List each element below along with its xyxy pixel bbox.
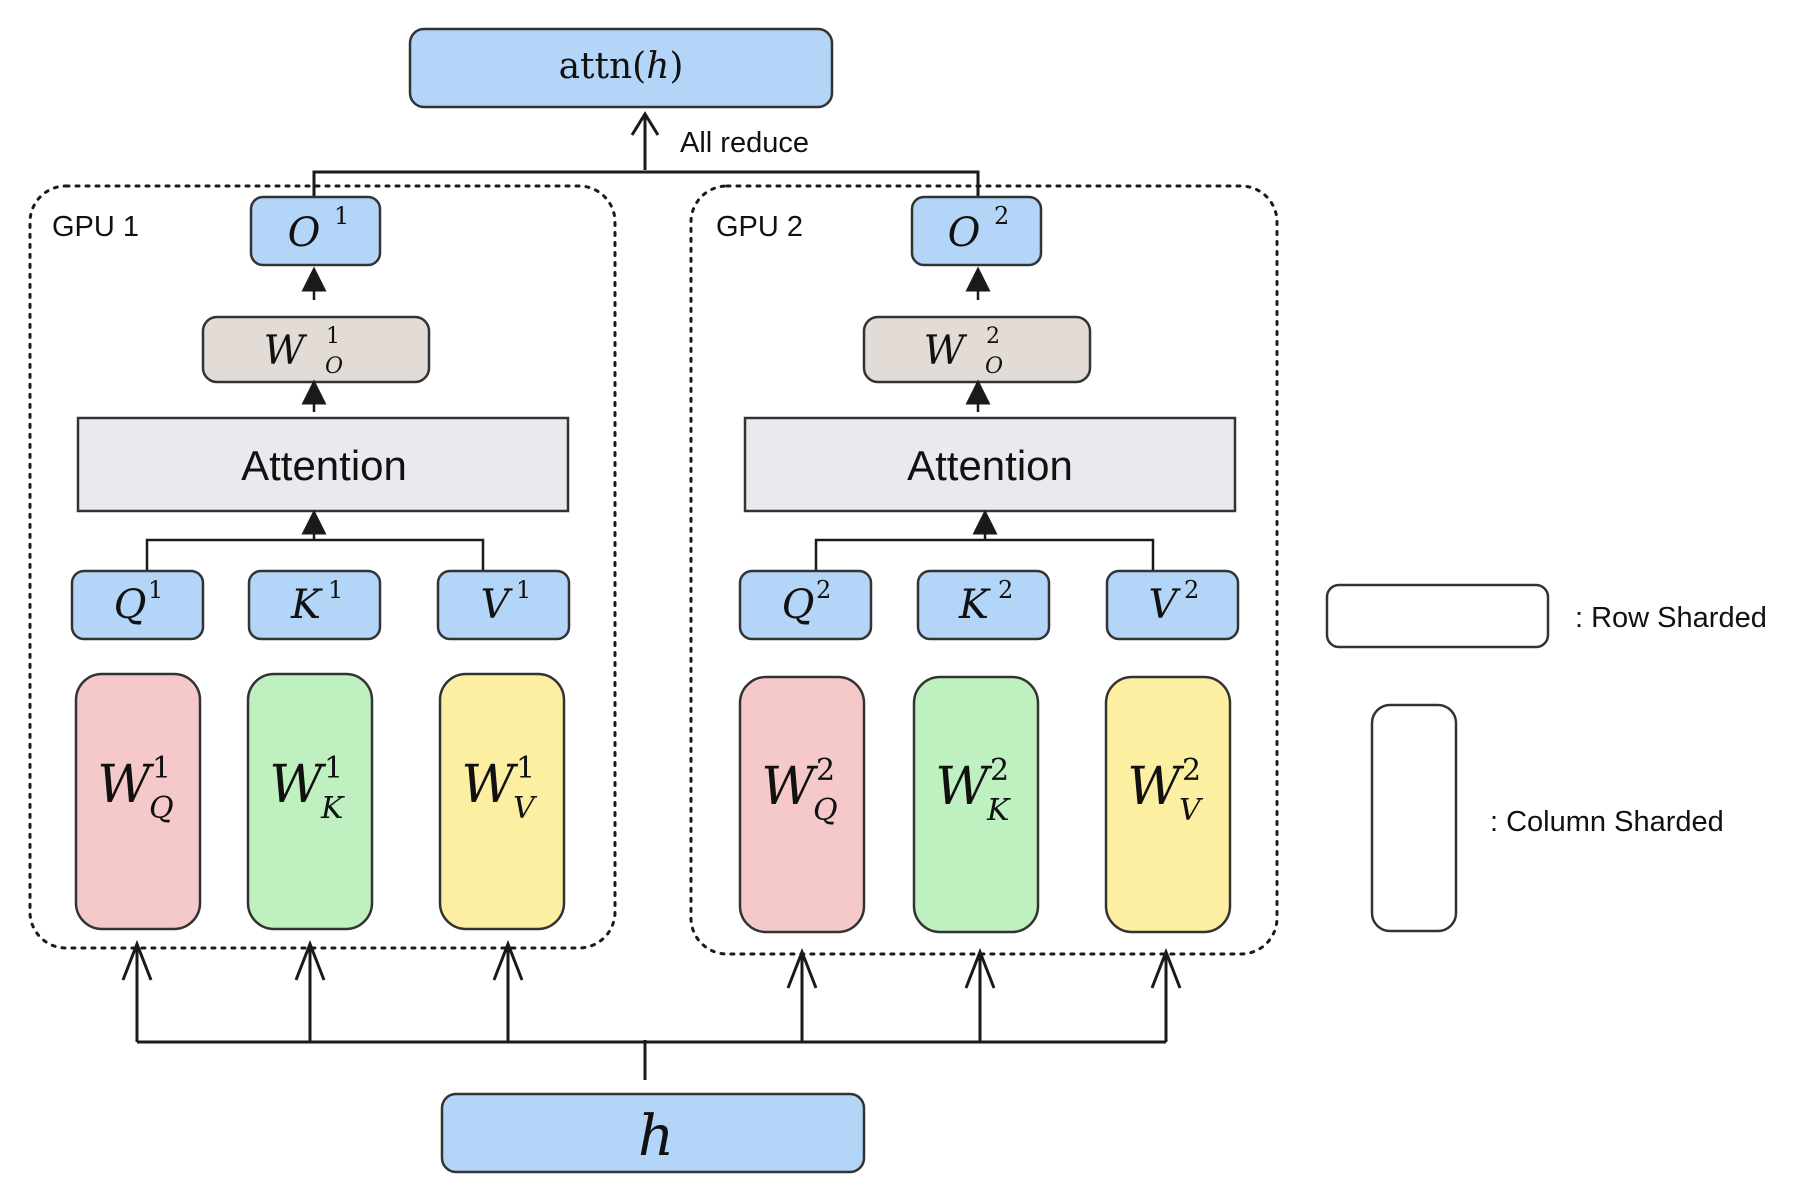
svg-text:K: K <box>958 582 991 628</box>
svg-text:attn(h): attn(h) <box>559 46 684 87</box>
svg-text:1: 1 <box>148 576 163 604</box>
svg-text:V: V <box>1149 582 1182 628</box>
all-reduce-label: All reduce <box>680 127 809 159</box>
svg-text:W: W <box>935 757 992 817</box>
svg-text:O: O <box>985 354 1003 379</box>
svg-text:1: 1 <box>516 576 531 604</box>
svg-text:2: 2 <box>986 324 1000 349</box>
svg-text:K: K <box>320 791 345 826</box>
gpu-1-boundary <box>28 184 617 950</box>
svg-text:1: 1 <box>326 324 340 349</box>
output-node: attn(h) <box>408 27 834 109</box>
k1-node: K 1 <box>247 569 382 641</box>
legend-row-sharded-label: : Row Sharded <box>1575 602 1767 634</box>
svg-text:W: W <box>461 755 518 815</box>
wv2-node: W 2 V <box>1104 675 1232 934</box>
svg-text:Q: Q <box>813 793 838 828</box>
svg-text:1: 1 <box>516 751 535 786</box>
svg-text:O: O <box>325 354 343 379</box>
svg-text:W: W <box>923 328 967 374</box>
wk2-node: W 2 K <box>912 675 1040 934</box>
svg-text:Attention: Attention <box>241 442 407 489</box>
attention-1-block: Attention <box>76 416 570 513</box>
gpu-1-group: GPU 1 O 1 W 1 O Attention Q 1 <box>28 184 617 950</box>
all-reduce-connector <box>312 170 980 196</box>
svg-text:V: V <box>481 582 514 628</box>
svg-text:2: 2 <box>994 202 1009 230</box>
svg-text:1: 1 <box>334 202 349 230</box>
attention-2-block: Attention <box>743 416 1237 513</box>
svg-text:2: 2 <box>816 753 835 788</box>
legend-column-sharded-swatch <box>1370 703 1458 933</box>
svg-text:2: 2 <box>998 576 1013 604</box>
svg-text:V: V <box>1179 793 1204 828</box>
svg-text:Q: Q <box>149 791 174 826</box>
wk1-node: W 1 K <box>246 672 374 931</box>
q2-node: Q 2 <box>738 569 873 641</box>
q1-node: Q 1 <box>70 569 205 641</box>
v2-node: V 2 <box>1105 569 1240 641</box>
wo2-node: W 2 O <box>862 315 1092 384</box>
svg-text:Q: Q <box>782 582 815 628</box>
v1-node: V 1 <box>436 569 571 641</box>
svg-text:O: O <box>288 210 321 256</box>
k2-node: K 2 <box>916 569 1051 641</box>
o1-node: O 1 <box>249 195 382 267</box>
svg-text:Q: Q <box>114 582 147 628</box>
svg-text:W: W <box>761 757 818 817</box>
gpu-1-label: GPU 1 <box>52 211 139 243</box>
svg-text:2: 2 <box>990 753 1009 788</box>
svg-text:1: 1 <box>152 751 171 786</box>
wo1-node: W 1 O <box>201 315 431 384</box>
input-node-h: h <box>440 1092 866 1174</box>
wv1-node: W 1 V <box>438 672 566 931</box>
output-arg-label: h <box>646 46 669 87</box>
svg-text:K: K <box>986 793 1011 828</box>
legend-column-sharded-label: : Column Sharded <box>1490 806 1724 838</box>
output-func-label: attn <box>559 46 633 87</box>
svg-text:1: 1 <box>328 576 343 604</box>
qkv-2-connector <box>814 538 1155 570</box>
input-label: h <box>638 1104 674 1169</box>
svg-text:W: W <box>263 328 307 374</box>
svg-text:W: W <box>97 755 154 815</box>
svg-text:2: 2 <box>1182 753 1201 788</box>
qkv-1-connector <box>145 538 485 570</box>
all-reduce-arrow <box>630 111 660 170</box>
svg-text:1: 1 <box>324 751 343 786</box>
gpu-2-label: GPU 2 <box>716 211 803 243</box>
svg-text:2: 2 <box>816 576 831 604</box>
svg-text:2: 2 <box>1184 576 1199 604</box>
gpu-2-boundary <box>689 184 1279 956</box>
svg-text:O: O <box>948 210 981 256</box>
legend-row-sharded-swatch <box>1325 583 1550 649</box>
wq2-node: W 2 Q <box>738 675 866 934</box>
wq1-node: W 1 Q <box>74 672 202 931</box>
input-broadcast-wires <box>121 939 1182 1080</box>
svg-text:Attention: Attention <box>907 442 1073 489</box>
o2-node: O 2 <box>910 195 1043 267</box>
gpu-2-group: GPU 2 O 2 W 2 O Attention Q 2 <box>689 184 1279 956</box>
legend: : Row Sharded : Column Sharded <box>1325 583 1767 933</box>
svg-text:W: W <box>269 755 326 815</box>
svg-text:K: K <box>290 582 323 628</box>
svg-text:V: V <box>513 791 538 826</box>
svg-text:W: W <box>1127 757 1184 817</box>
